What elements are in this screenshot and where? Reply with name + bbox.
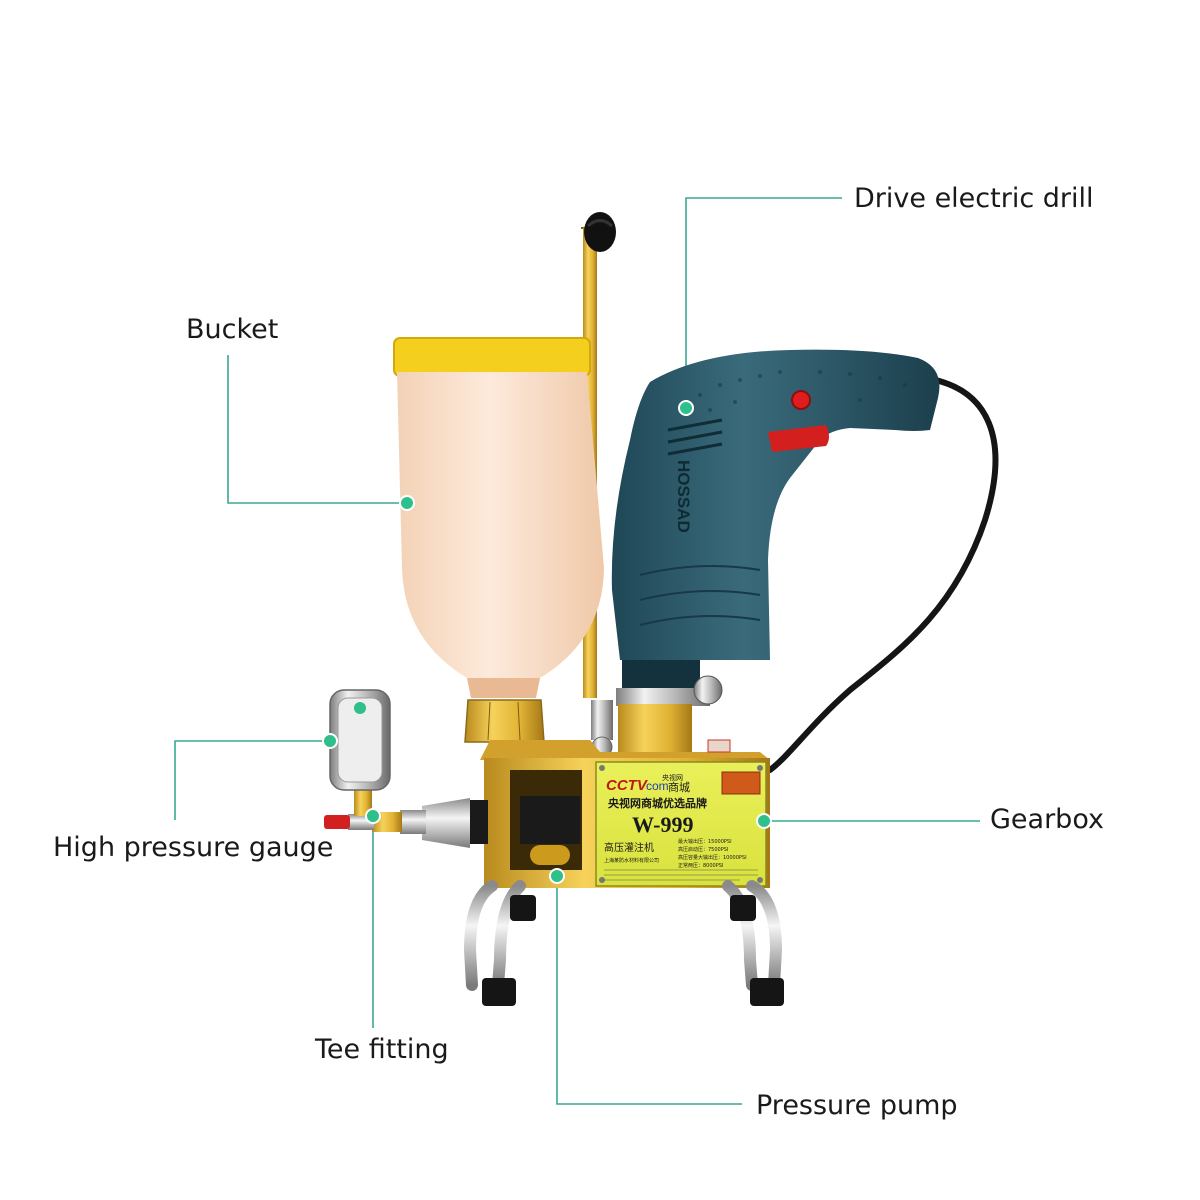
plate-maker: 上海某防水材料有限公司 — [604, 857, 659, 864]
callout-high-pressure-gauge: High pressure gauge — [53, 832, 334, 863]
plate-spec-1: 最大输出压：15000PSI — [678, 838, 732, 845]
dot-bucket — [399, 495, 415, 511]
callout-dots — [322, 400, 772, 884]
plate-spec-2: 高压启动压：7500PSI — [678, 846, 728, 853]
plate-brand-cn-small: 央视网 — [662, 773, 683, 782]
leader-drill — [685, 197, 842, 408]
leader-lines — [174, 197, 980, 1105]
electric-drill: HOSSAD — [611, 349, 940, 758]
callout-drive-electric-drill: Drive electric drill — [854, 183, 1094, 214]
plate-spec-3: 高压容量大输出压：10000PSI — [678, 854, 747, 861]
leader-pump — [556, 876, 742, 1105]
dot-drill — [678, 400, 694, 416]
dot-gauge — [322, 733, 338, 749]
plate-spec-4: 正常两压：8000PSI — [678, 862, 723, 869]
callout-pressure-pump: Pressure pump — [756, 1090, 958, 1121]
nozzle-assembly — [324, 784, 488, 848]
callout-tee-fitting: Tee fitting — [315, 1034, 449, 1065]
leader-bucket — [227, 355, 407, 504]
drill-cord — [767, 375, 999, 773]
plate-brand: CCTV — [606, 777, 649, 794]
plate-slogan: 央视网商城优选品牌 — [608, 796, 707, 810]
pressure-gauge — [329, 689, 391, 791]
callout-bucket: Bucket — [186, 314, 279, 345]
plate-name: 高压灌注机 — [604, 841, 654, 854]
callout-gearbox: Gearbox — [990, 804, 1104, 835]
plate-brand-cn-big: 商城 — [668, 780, 690, 794]
name-plate: CCTV com 央视网 商城 央视网商城优选品牌 W-999 高压灌注机 最大… — [595, 761, 767, 887]
dot-gearbox — [756, 813, 772, 829]
leader-gauge — [174, 740, 330, 820]
bucket — [393, 337, 604, 743]
plate-brand-suffix: com — [646, 779, 669, 793]
dot-pump — [549, 868, 565, 884]
dot-tee — [365, 808, 381, 824]
drill-brand: HOSSAD — [674, 460, 693, 533]
rubber-feet — [482, 895, 784, 1006]
plate-model: W-999 — [632, 812, 694, 837]
